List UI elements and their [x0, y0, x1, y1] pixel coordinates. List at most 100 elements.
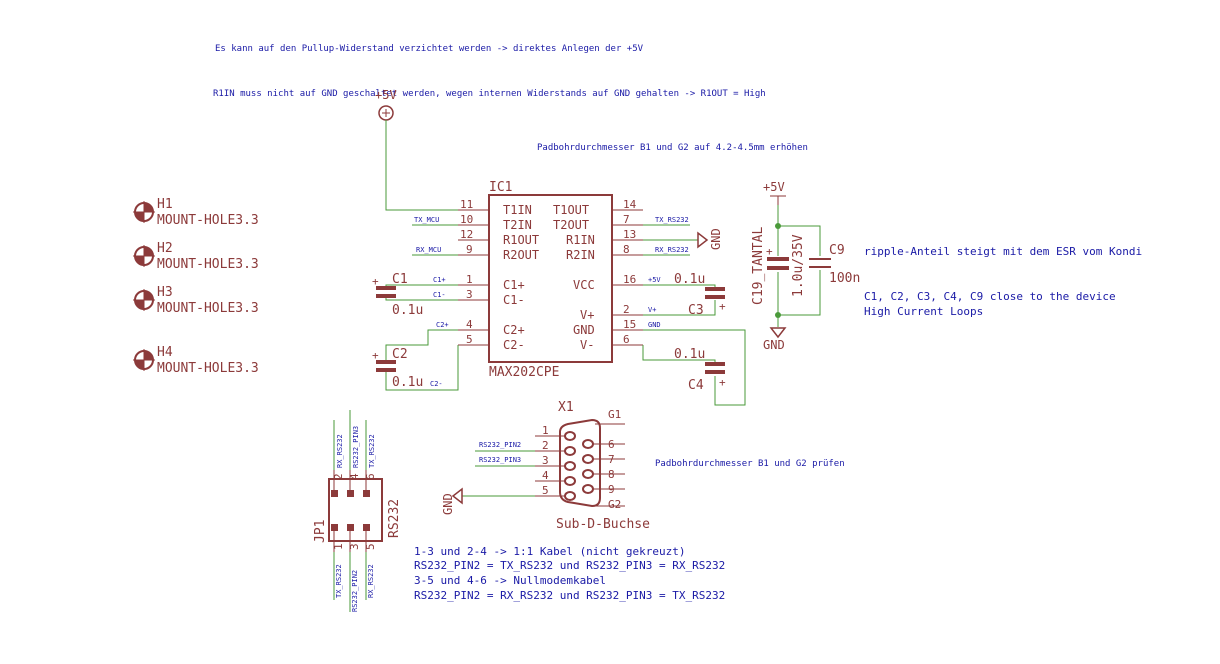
svg-text:+: +	[372, 275, 379, 288]
mount-hole-value: MOUNT-HOLE3.3	[157, 301, 259, 316]
ic1-pin-label: T2OUT	[553, 218, 589, 232]
mount-hole-name: H2	[157, 241, 173, 256]
c9-value: 100n	[829, 271, 860, 286]
mount-hole-name: H3	[157, 285, 173, 300]
capacitor-c2[interactable]: + C2 0.1u C2-	[372, 329, 459, 391]
supply-5v-right[interactable]: +5V	[763, 180, 786, 205]
net-c1m: C1-	[433, 291, 446, 299]
c2-name: C2	[392, 347, 408, 362]
jp1-pin: 4	[348, 473, 361, 480]
x1-value: Sub-D-Buchse	[556, 517, 650, 532]
net-rs232-pin2: RS232_PIN2	[479, 441, 521, 449]
net-jp1-bottom-3: RX_RS232	[367, 564, 375, 598]
mount-hole-value: MOUNT-HOLE3.3	[157, 361, 259, 376]
ic1-pin-label: C2+	[503, 323, 525, 337]
ic1-pin-label: VCC	[573, 278, 595, 292]
supply-5v-top[interactable]: +5V	[375, 88, 397, 121]
mount-hole-h3[interactable]: H3 MOUNT-HOLE3.3	[133, 285, 259, 316]
ground-subd-label: GND	[441, 493, 455, 515]
capacitor-c1[interactable]: + C1 0.1u	[372, 272, 458, 318]
ic1-name: IC1	[489, 180, 512, 195]
ic1-pin-label: R1IN	[566, 233, 595, 247]
ic1-pin-num: 9	[466, 243, 473, 256]
ic1-pin-label: R2IN	[566, 248, 595, 262]
ic1-pin-num: 15	[623, 318, 636, 331]
mount-hole-value: MOUNT-HOLE3.3	[157, 257, 259, 272]
net-vplus: V+	[648, 306, 656, 314]
supply-5v-label: +5V	[375, 88, 397, 102]
mount-hole-h1[interactable]: H1 MOUNT-HOLE3.3	[133, 197, 259, 228]
net-tx-rs232: TX_RS232	[655, 216, 689, 224]
net-c1p: C1+	[433, 276, 446, 284]
mount-hole-h2[interactable]: H2 MOUNT-HOLE3.3	[133, 241, 259, 272]
mount-hole-h4[interactable]: H4 MOUNT-HOLE3.3	[133, 345, 259, 376]
net-c2m: C2-	[430, 380, 443, 388]
note-pullup: Es kann auf den Pullup-Widerstand verzic…	[215, 44, 644, 54]
ground-right-label: GND	[763, 338, 785, 352]
note-pad-bore-1: Padbohrdurchmesser B1 und G2 auf 4.2-4.5…	[537, 143, 808, 153]
ic1-pin-label: C1+	[503, 278, 525, 292]
ground-label: GND	[709, 228, 723, 250]
ic1-pin-num: 3	[466, 288, 473, 301]
note-ripple: ripple-Anteil steigt mit dem ESR vom Kon…	[864, 245, 1142, 258]
ground-symbol-subd[interactable]: GND	[441, 487, 463, 515]
ic1-pin-num: 13	[623, 228, 636, 241]
ic1-pin-label: C2-	[503, 338, 525, 352]
x1-pin: 8	[608, 468, 615, 481]
x1-name: X1	[558, 400, 574, 415]
jp1-pin: 5	[364, 543, 377, 550]
ic1-pin-num: 7	[623, 213, 630, 226]
connector-x1-subd[interactable]: X1 Sub-D-Buchse 1 2 3 4 5 G1 6 7 8 9 G2	[535, 400, 650, 532]
wire-5v-t1in	[385, 120, 478, 211]
net-5v-vcc: +5V	[648, 276, 661, 284]
jp1-name: JP1	[313, 520, 328, 543]
note-cable-4: RS232_PIN2 = RX_RS232 und RS232_PIN3 = T…	[414, 589, 725, 602]
capacitor-c4[interactable]: + 0.1u C4	[642, 329, 746, 406]
net-rs232-pin3: RS232_PIN3	[479, 456, 521, 464]
ic1-pin-label: V-	[580, 338, 594, 352]
ic1-pin-label: R2OUT	[503, 248, 539, 262]
capacitor-c9[interactable]: C9 100n	[809, 243, 860, 286]
ic1-max202[interactable]: IC1 MAX202CPE T1IN T2IN R1OUT R2OUT C1+ …	[458, 180, 643, 380]
net-jp1-top-1: RX_RS232	[336, 434, 344, 468]
svg-text:+: +	[719, 376, 726, 389]
ic1-pin-label: T1IN	[503, 203, 532, 217]
x1-pin: 4	[542, 469, 549, 482]
svg-text:+: +	[766, 245, 773, 258]
svg-text:+: +	[372, 349, 379, 362]
net-jp1-bottom-1: TX_RS232	[335, 564, 343, 598]
ground-symbol-right[interactable]: GND	[763, 327, 787, 352]
note-cable-2: RS232_PIN2 = TX_RS232 und RS232_PIN3 = R…	[414, 559, 725, 572]
x1-pin: 1	[542, 424, 549, 437]
jp1-pin: 1	[332, 543, 345, 550]
c19-name: C19_TANTAL	[751, 227, 766, 305]
x1-pin: 3	[542, 454, 549, 467]
c19-value: 1.0u/35V	[791, 234, 806, 297]
ic1-value: MAX202CPE	[489, 365, 559, 380]
svg-text:+: +	[719, 300, 726, 313]
x1-pin: 2	[542, 439, 549, 452]
net-tx-mcu: TX_MCU	[414, 216, 439, 224]
ground-symbol-ic[interactable]: GND	[697, 228, 723, 250]
c4-value: 0.1u	[674, 347, 705, 362]
x1-pin: G2	[608, 498, 621, 511]
ic1-pin-label: T1OUT	[553, 203, 589, 217]
mount-hole-name: H4	[157, 345, 173, 360]
jumper-jp1-rs232[interactable]: JP1 RS232 2 4 6 1 3 5	[313, 470, 402, 552]
ic1-pin-num: 6	[623, 333, 630, 346]
c1-name: C1	[392, 272, 408, 287]
net-jp1-top-2: RS232_PIN3	[352, 426, 360, 468]
x1-pin: 7	[608, 453, 615, 466]
ic1-pin-label: T2IN	[503, 218, 532, 232]
capacitor-c19-tantal[interactable]: + C19_TANTAL 1.0u/35V	[751, 227, 806, 305]
c4-name: C4	[688, 378, 704, 393]
ic1-pin-label: R1OUT	[503, 233, 539, 247]
x1-pin: 5	[542, 484, 549, 497]
net-jp1-bottom-2: RS232_PIN2	[351, 570, 359, 612]
capacitor-c3[interactable]: + 0.1u C3	[643, 272, 726, 318]
ic1-pin-num: 11	[460, 198, 473, 211]
ic1-pin-num: 8	[623, 243, 630, 256]
note-cable-3: 3-5 und 4-6 -> Nullmodemkabel	[414, 574, 606, 587]
note-close-to-device: C1, C2, C3, C4, C9 close to the device	[864, 290, 1116, 303]
